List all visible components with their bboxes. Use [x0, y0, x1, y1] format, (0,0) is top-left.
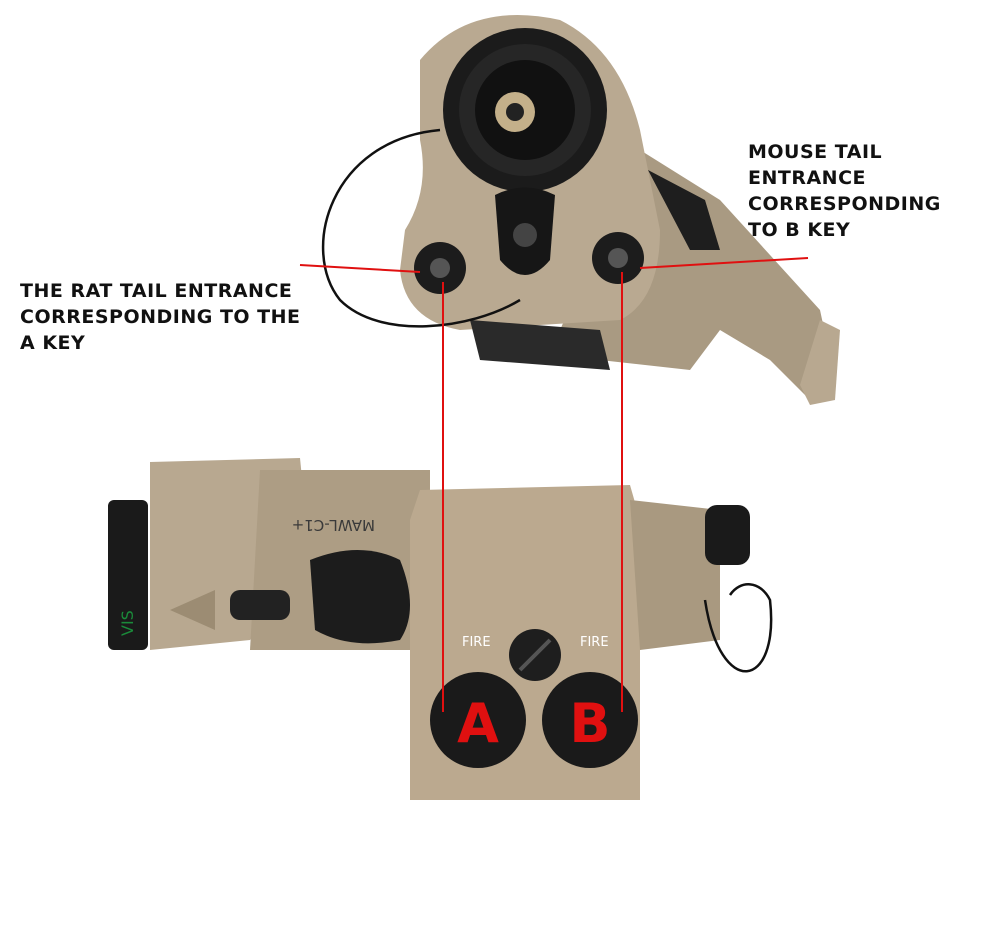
laser-device-body: [108, 458, 773, 800]
callout-line: THE RAT TAIL ENTRANCE: [20, 280, 293, 302]
callout-line: TO B KEY: [748, 219, 851, 241]
callout-line: CORRESPONDING TO THE: [20, 306, 301, 328]
a-key-leader-line: [299, 264, 421, 273]
callout-line: ENTRANCE: [748, 167, 866, 189]
b-key-callout: MOUSE TAIL ENTRANCE CORRESPONDING TO B K…: [748, 139, 941, 243]
model-label: MAWL-C1+: [292, 516, 375, 534]
callout-line: CORRESPONDING: [748, 193, 941, 215]
vis-label: VIS: [118, 610, 137, 636]
button-a-label: A: [457, 692, 499, 755]
callout-line: MOUSE TAIL: [748, 141, 883, 163]
annotation-lines: [299, 257, 809, 712]
callout-line: A KEY: [20, 332, 86, 354]
a-key-callout: THE RAT TAIL ENTRANCE CORRESPONDING TO T…: [20, 278, 301, 356]
pressure-switch-housing: [321, 15, 840, 405]
b-key-leader-line: [639, 257, 809, 269]
fire-label-b: FIRE: [580, 635, 609, 650]
button-b-label: B: [569, 692, 610, 755]
fire-label-a: FIRE: [462, 635, 491, 650]
